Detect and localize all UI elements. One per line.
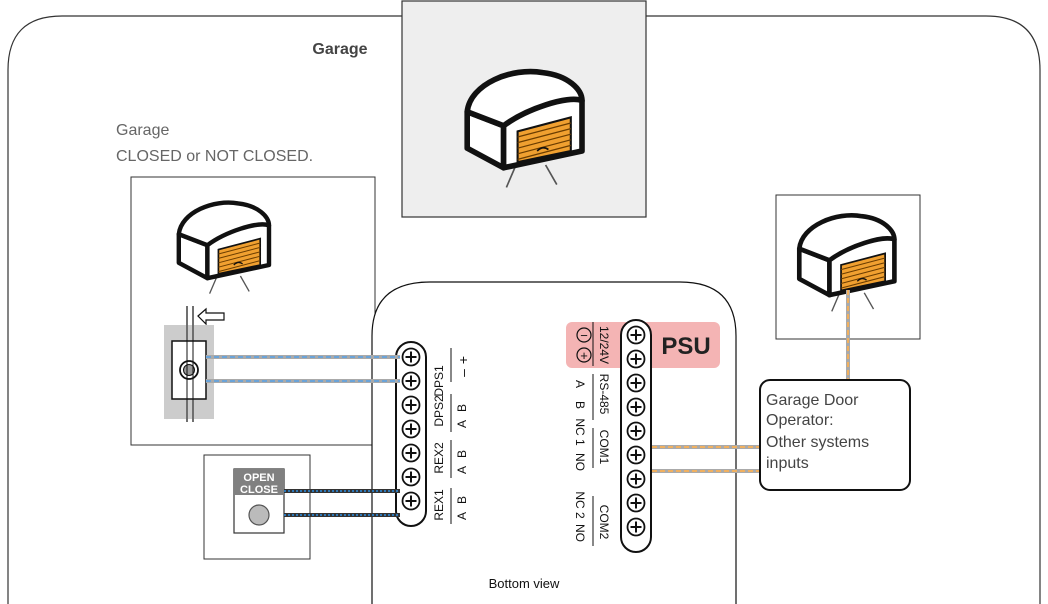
dps1-label: DPS1 xyxy=(432,365,446,397)
rex2-a-label: A xyxy=(455,466,469,474)
operator-line1: Garage Door xyxy=(766,392,859,409)
psu-minus-icon xyxy=(576,327,592,343)
operator-box xyxy=(759,379,911,491)
outer-frame xyxy=(7,15,402,604)
status-caption-line1: Garage xyxy=(116,122,169,139)
psu-label: PSU xyxy=(661,333,710,360)
svg-text:+: + xyxy=(580,348,588,363)
rs485-label: RS-485 xyxy=(597,374,611,415)
com2-label: COM2 xyxy=(597,505,611,540)
rex1-b-label: B xyxy=(455,496,469,504)
dps2-a-label: A xyxy=(455,420,469,428)
status-caption-line2: CLOSED or NOT CLOSED. xyxy=(116,148,313,165)
arrow-icon xyxy=(197,307,225,326)
dps1-plus-label: + xyxy=(455,356,471,364)
button-wires xyxy=(284,489,400,517)
svg-text:−: − xyxy=(580,328,588,343)
dps2-label: DPS2 xyxy=(432,395,446,427)
bottom-view-label: Bottom view xyxy=(489,576,560,591)
dps1-minus-label: – xyxy=(455,369,471,377)
no1-label: NO xyxy=(573,453,587,471)
button-label-close: CLOSE xyxy=(240,484,278,496)
no2-label: NO xyxy=(573,524,587,542)
rs485-b-label: B xyxy=(573,401,587,409)
operator-line2: Operator: xyxy=(766,412,834,429)
rs485-a-label: A xyxy=(573,380,587,388)
nc1-label: NC 1 xyxy=(573,418,587,446)
psu-plus-icon xyxy=(576,347,592,363)
sensor-wires xyxy=(206,355,400,383)
operator-line3: Other systems xyxy=(766,434,869,451)
nc2-label: NC 2 xyxy=(573,491,587,519)
button-label-open: OPEN xyxy=(243,472,274,484)
operator-wires xyxy=(652,290,850,473)
rex2-b-label: B xyxy=(455,450,469,458)
operator-line4: inputs xyxy=(766,455,809,472)
diagram-title: Garage xyxy=(312,41,367,58)
com1-label: COM1 xyxy=(597,430,611,465)
v1224-label: 12/24V xyxy=(597,326,611,364)
rex1-label: REX1 xyxy=(432,489,446,521)
rex1-a-label: A xyxy=(455,512,469,520)
rex2-label: REX2 xyxy=(432,442,446,474)
dps2-b-label: B xyxy=(455,404,469,412)
